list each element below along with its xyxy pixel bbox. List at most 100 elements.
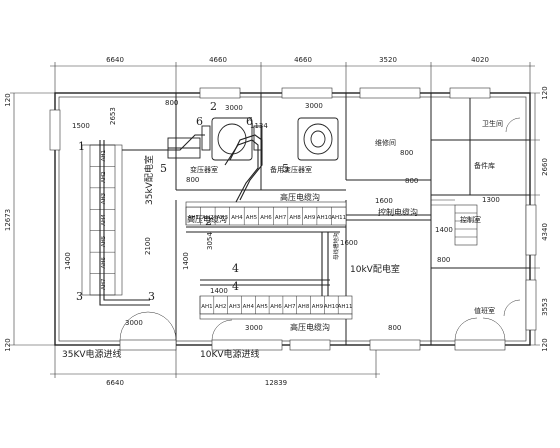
section-marker: 5 [282, 162, 289, 175]
room-washroom: 卫生间 [482, 119, 503, 128]
kv10-bottom-cabinet-label: AH1 [201, 304, 212, 310]
dim-top-4: 3520 [379, 56, 397, 64]
section-marker: 3 [148, 290, 155, 303]
dim-inner-1: 1500 [72, 122, 90, 130]
dim-inner-4: 800 [186, 176, 199, 184]
dim-inner-2: 2653 [109, 107, 117, 125]
label-busbar-trench: 母线槽地沟 [332, 232, 340, 260]
dim-inner-10: 3000 [125, 319, 143, 327]
dim-inner-19: 800 [388, 324, 401, 332]
section-marker: 4 [232, 280, 239, 293]
dim-inner-7: 3000 [305, 102, 323, 110]
dim-inner-12: 3054 [206, 232, 214, 250]
room-spare-parts: 备件库 [474, 161, 495, 170]
room-transformer: 变压器室 [190, 165, 218, 174]
section-marker: 6 [246, 115, 253, 128]
label-control-trench: 控制电缆沟 [378, 207, 418, 217]
door-swings [119, 117, 521, 341]
room-repair: 维修间 [375, 138, 396, 147]
section-marker: 2 [205, 215, 212, 228]
kv10-bottom-cabinet-label: AH7 [284, 304, 296, 310]
dim-inner-11: 1400 [182, 252, 190, 270]
kv10-top-cabinet-label: AH5 [246, 215, 258, 221]
kv10-bottom-cabinet-label: AH6 [270, 304, 282, 310]
label-hv-trench-top: 高压电缆沟 [280, 192, 320, 202]
kv10-top-cabinet-label: AH7 [275, 215, 287, 221]
room-control: 控制室 [460, 215, 481, 224]
kv10-top-cabinet-label: AH1 [188, 215, 199, 221]
dim-inner-21: 800 [437, 256, 450, 264]
dim-bottom-1: 6640 [106, 379, 124, 387]
dim-right-1: 120 [541, 86, 549, 99]
dim-left-1: 120 [4, 93, 12, 106]
control-panels [431, 199, 478, 246]
dim-top-1: 6640 [106, 56, 124, 64]
kv10-top-cabinet-label: AH3 [217, 215, 229, 221]
dim-inner-14: 3000 [245, 324, 263, 332]
section-marker: 6 [196, 115, 203, 128]
dim-top-3: 4660 [294, 56, 312, 64]
dim-inner-18: 800 [405, 177, 418, 185]
room-labels: 变压器室 备用变压器室 维修间 卫生间 备件库 控制室 值班室 35kV配电室 … [143, 119, 503, 315]
dim-right-4: 3553 [541, 298, 549, 316]
transformer-foundation [167, 137, 201, 159]
openings [49, 87, 537, 351]
trench-labels: 高压电缆沟 高压电缆沟 高压电缆沟 控制电缆沟 母线槽地沟 35KV电源进线 1… [62, 192, 418, 360]
kv35-cabinet-row [81, 144, 123, 296]
kv10-bottom-cabinet-label: AH11 [338, 304, 353, 310]
kv10-top-cabinet-label: AH10 [317, 215, 332, 221]
dim-inner-9: 2100 [144, 237, 152, 255]
spare-transformer [297, 117, 339, 161]
dim-inner-5: 3000 [225, 104, 243, 112]
label-incoming-35kv: 35KV电源进线 [62, 348, 122, 360]
room-spare-transformer: 备用变压器室 [270, 165, 312, 174]
kv10-top-cabinet-label: AH11 [331, 215, 346, 221]
dim-inner-8: 1400 [64, 252, 72, 270]
label-incoming-10kv: 10KV电源进线 [200, 348, 260, 360]
dimension-texts: 6640 4660 4660 3520 4020 6640 12839 120 … [4, 56, 549, 387]
room-kv35: 35kV配电室 [143, 155, 155, 205]
section-marker: 2 [210, 100, 217, 113]
section-markers: 1 2 2 3 3 4 4 5 5 6 6 [76, 100, 289, 303]
kv10-top-cabinet-label: AH8 [289, 215, 301, 221]
kv10-bottom-cabinet-label: AH5 [256, 304, 268, 310]
dim-inner-13: 1400 [210, 287, 228, 295]
dim-right-2: 2660 [541, 158, 549, 176]
dim-inner-20: 1300 [482, 196, 500, 204]
kv10-top-cabinet-row [185, 201, 347, 226]
kv10-bottom-cabinet-label: AH4 [243, 304, 255, 310]
section-marker: 3 [76, 290, 83, 303]
dim-inner-22: 1400 [435, 226, 453, 234]
dim-inner-15: 1600 [340, 239, 358, 247]
dim-top-5: 4020 [471, 56, 489, 64]
dim-left-3: 120 [4, 338, 12, 351]
room-kv10: 10kV配电室 [350, 263, 400, 275]
section-marker: 4 [232, 262, 239, 275]
dim-inner-3: 800 [165, 99, 178, 107]
kv10-bottom-cabinet-label: AH8 [298, 304, 310, 310]
label-hv-trench-bottom: 高压电缆沟 [290, 322, 330, 332]
dim-inner-16: 1600 [375, 197, 393, 205]
kv10-top-cabinet-label: AH2 [202, 215, 213, 221]
section-marker: 1 [78, 140, 85, 153]
kv10-bottom-cabinet-label: AH2 [215, 304, 226, 310]
dim-bottom-2: 12839 [265, 379, 287, 387]
dim-inner-6: 1134 [250, 122, 268, 130]
label-hv-trench-left: 高压电缆沟 [187, 214, 227, 224]
kv10-bottom-cabinet-label: AH9 [312, 304, 324, 310]
kv10-top-cabinet-label: AH9 [304, 215, 316, 221]
section-marker: 5 [160, 162, 167, 175]
kv10-top-cabinet-label: AH4 [231, 215, 243, 221]
dim-left-2: 12673 [4, 209, 12, 231]
dim-right-3: 4340 [541, 223, 549, 241]
dim-top-2: 4660 [209, 56, 227, 64]
kv10-bottom-cabinet-label: AH3 [229, 304, 241, 310]
kv10-bottom-cabinet-label: AH10 [324, 304, 339, 310]
room-duty: 值班室 [474, 306, 495, 315]
dim-inner-17: 800 [400, 149, 413, 157]
interior-walls [175, 93, 530, 345]
kv10-top-cabinet-label: AH6 [260, 215, 272, 221]
